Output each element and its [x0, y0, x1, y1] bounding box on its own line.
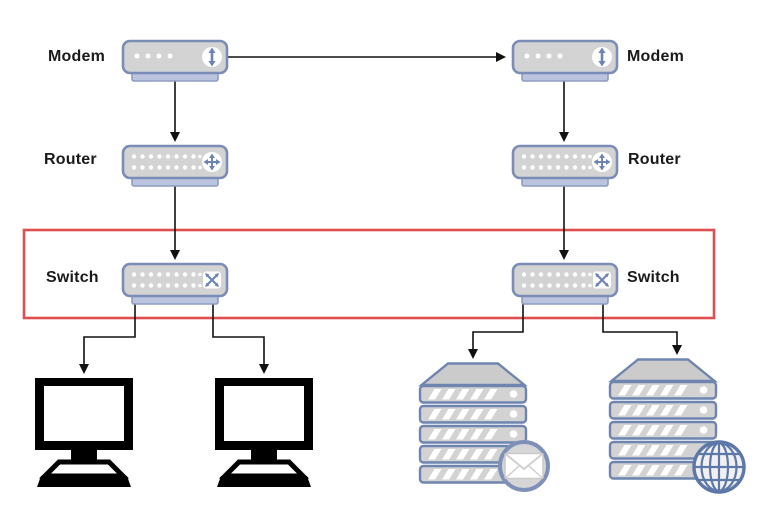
modem-right-label: Modem — [627, 48, 684, 65]
cross-arrows-icon — [591, 151, 613, 173]
server-mail-node — [418, 362, 528, 484]
switch-right-node — [511, 262, 619, 306]
link-switch-left-to-computer-1 — [79, 304, 136, 374]
diagonal-arrows-icon — [201, 270, 223, 290]
modem-right-node — [511, 39, 619, 83]
computer-2-icon — [215, 378, 313, 487]
link-switch-left-to-computer-2 — [212, 304, 269, 374]
modem-left-node — [121, 39, 229, 83]
connectors — [79, 52, 682, 374]
switch-highlight-box — [22, 228, 716, 320]
link-switch-right-to-server-web — [602, 304, 682, 355]
router-left-label: Router — [44, 151, 97, 168]
computer-1-icon — [35, 378, 133, 487]
up-down-arrow-icon — [200, 45, 224, 69]
switch-right-label: Switch — [627, 269, 680, 286]
modem-left-label: Modem — [48, 48, 105, 65]
switch-left-label: Switch — [46, 269, 99, 286]
router-right-node — [511, 144, 619, 188]
router-right-label: Router — [628, 151, 681, 168]
router-left-node — [121, 144, 229, 188]
link-switch-right-to-server-mail — [468, 304, 524, 359]
envelope-icon — [498, 440, 550, 492]
server-web-node — [608, 358, 718, 480]
switch-left-node — [121, 262, 229, 306]
diagonal-arrows-icon — [591, 270, 613, 290]
globe-icon — [692, 440, 746, 494]
up-down-arrow-icon — [590, 45, 614, 69]
cross-arrows-icon — [201, 151, 223, 173]
